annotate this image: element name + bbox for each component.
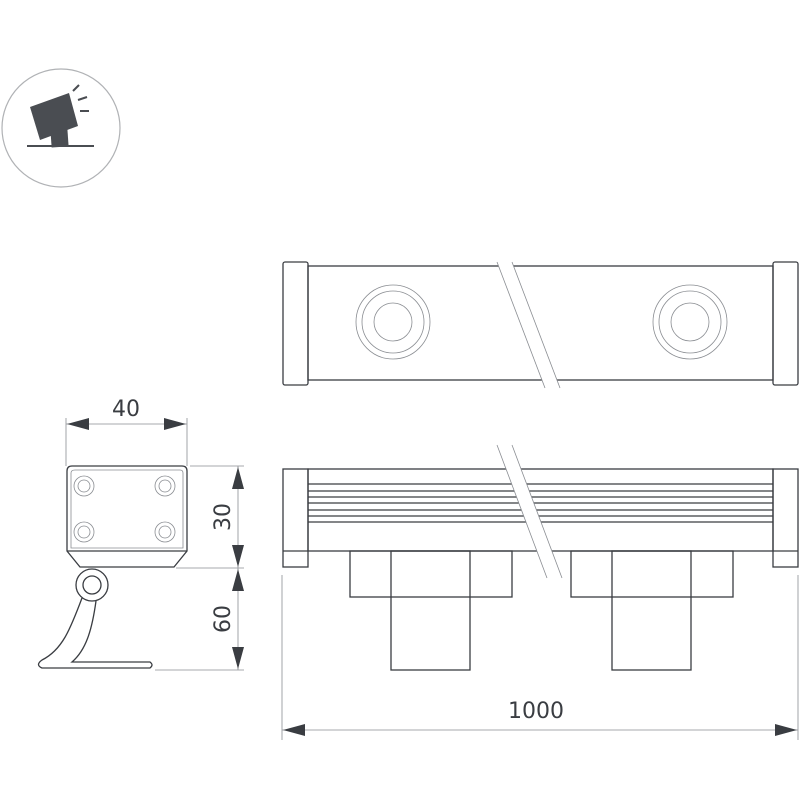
side-view	[37, 465, 188, 669]
dimension-body-height-label: 30	[211, 503, 236, 531]
dimension-width: 40	[65, 397, 188, 466]
mount-holes	[73, 475, 176, 543]
top-view	[282, 261, 799, 389]
bracket-right	[570, 550, 734, 671]
lens-right	[652, 284, 728, 360]
lens-left	[355, 284, 431, 360]
break-line	[496, 261, 546, 389]
break-line	[496, 444, 548, 579]
bracket-left	[349, 550, 513, 671]
pivot	[75, 568, 109, 602]
fins	[308, 483, 773, 523]
dimension-length: 1000	[281, 575, 799, 740]
dimension-height: 30 60	[155, 465, 244, 671]
wall-washer-mount-icon	[1, 68, 121, 188]
dimension-width-label: 40	[112, 397, 140, 422]
break-gap	[497, 445, 562, 578]
dimension-length-label: 1000	[508, 699, 564, 724]
break-gap	[497, 262, 560, 388]
break-line	[511, 261, 561, 389]
front-view	[282, 444, 799, 671]
dimension-bracket-height-label: 60	[211, 605, 236, 633]
break-line	[511, 444, 563, 579]
